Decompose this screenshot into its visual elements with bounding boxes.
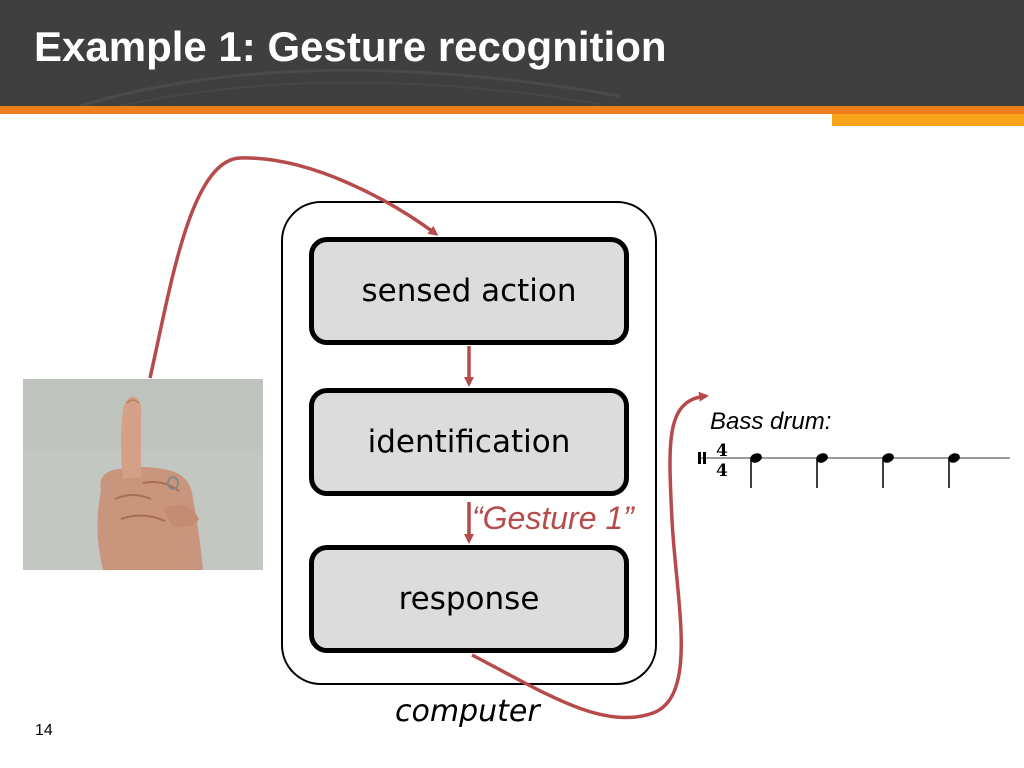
bass-drum-label: Bass drum: — [710, 408, 832, 435]
accent-bar — [0, 106, 1024, 114]
drum-note — [816, 453, 828, 488]
stage-response: response — [309, 545, 629, 653]
slide-title: Example 1: Gesture recognition — [34, 23, 667, 70]
stage-sensed-action: sensed action — [309, 237, 629, 345]
drum-note — [948, 453, 960, 488]
raised-index-finger-icon — [23, 379, 263, 570]
title-bar: Example 1: Gesture recognition — [0, 0, 1024, 106]
hand-gesture-photo — [23, 379, 263, 570]
drum-note — [750, 453, 762, 488]
header-swoosh-decoration — [79, 68, 621, 106]
drum-note — [882, 453, 894, 488]
time-signature-top: 4 — [716, 441, 728, 461]
accent-tab — [832, 114, 1024, 126]
drum-notes — [750, 453, 960, 488]
bass-drum-staff: 4 4 — [698, 441, 1010, 481]
page-number: 14 — [35, 722, 53, 739]
computer-label: computer — [395, 694, 540, 729]
time-signature-bottom: 4 — [716, 461, 728, 481]
gesture-output-label: “Gesture 1” — [472, 500, 634, 536]
stage-identification: identification — [309, 388, 629, 496]
